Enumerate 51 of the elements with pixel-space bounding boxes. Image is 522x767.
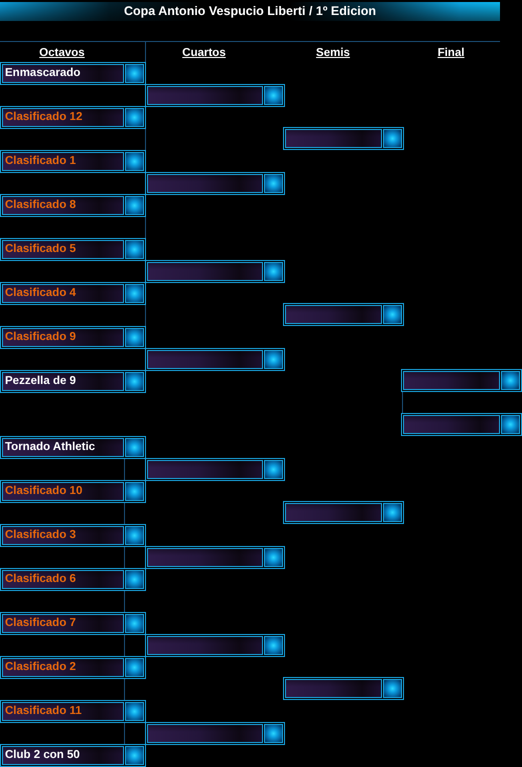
empty-slot: [145, 546, 285, 569]
team-slot: [0, 106, 146, 129]
team-name: Clasificado 6: [2, 570, 124, 589]
team-slot: [0, 326, 146, 349]
team-slot: [0, 700, 146, 723]
team-slot: [0, 370, 146, 393]
team-name: Clasificado 4: [2, 284, 124, 303]
team-slot: [0, 194, 146, 217]
team-slot: [0, 436, 146, 459]
column-header: Semis: [316, 46, 350, 60]
team-slot: [0, 612, 146, 635]
empty-slot: [283, 303, 404, 326]
team-slot: [0, 282, 146, 305]
team-name: Club 2 con 50: [2, 746, 124, 765]
team-name: Clasificado 12: [2, 108, 124, 127]
team-slot: [0, 568, 146, 591]
empty-slot: [283, 501, 404, 524]
team-slot: [0, 524, 146, 547]
empty-slot: [145, 634, 285, 657]
empty-slot: [145, 260, 285, 283]
team-slot: [0, 62, 146, 85]
team-name: Enmascarado: [2, 64, 124, 83]
team-slot: [0, 238, 146, 261]
empty-slot: [401, 369, 522, 392]
empty-slot: [145, 84, 285, 107]
empty-slot: [145, 458, 285, 481]
empty-slot: [283, 677, 404, 700]
team-slot: [0, 150, 146, 173]
team-name: Clasificado 9: [2, 328, 124, 347]
team-name: Clasificado 11: [2, 702, 124, 721]
empty-slot: [145, 722, 285, 745]
team-name: Clasificado 2: [2, 658, 124, 677]
column-header: Cuartos: [182, 46, 226, 60]
empty-slot: [283, 127, 404, 150]
team-name: Pezzella de 9: [2, 372, 124, 391]
column-header: Final: [438, 46, 464, 60]
team-name: Clasificado 10: [2, 482, 124, 501]
team-name: Tornado Athletic: [2, 438, 124, 457]
empty-slot: [401, 413, 522, 436]
title: Copa Antonio Vespucio Liberti / 1º Edicion: [124, 3, 376, 20]
empty-slot: [145, 348, 285, 371]
team-slot: [0, 744, 146, 767]
team-slot: [0, 480, 146, 503]
team-slot: [0, 656, 146, 679]
team-name: Clasificado 8: [2, 196, 124, 215]
column-header: Octavos: [39, 46, 85, 60]
team-name: Clasificado 5: [2, 240, 124, 259]
empty-slot: [145, 172, 285, 195]
team-name: Clasificado 1: [2, 152, 124, 171]
team-name: Clasificado 3: [2, 526, 124, 545]
team-name: Clasificado 7: [2, 614, 124, 633]
